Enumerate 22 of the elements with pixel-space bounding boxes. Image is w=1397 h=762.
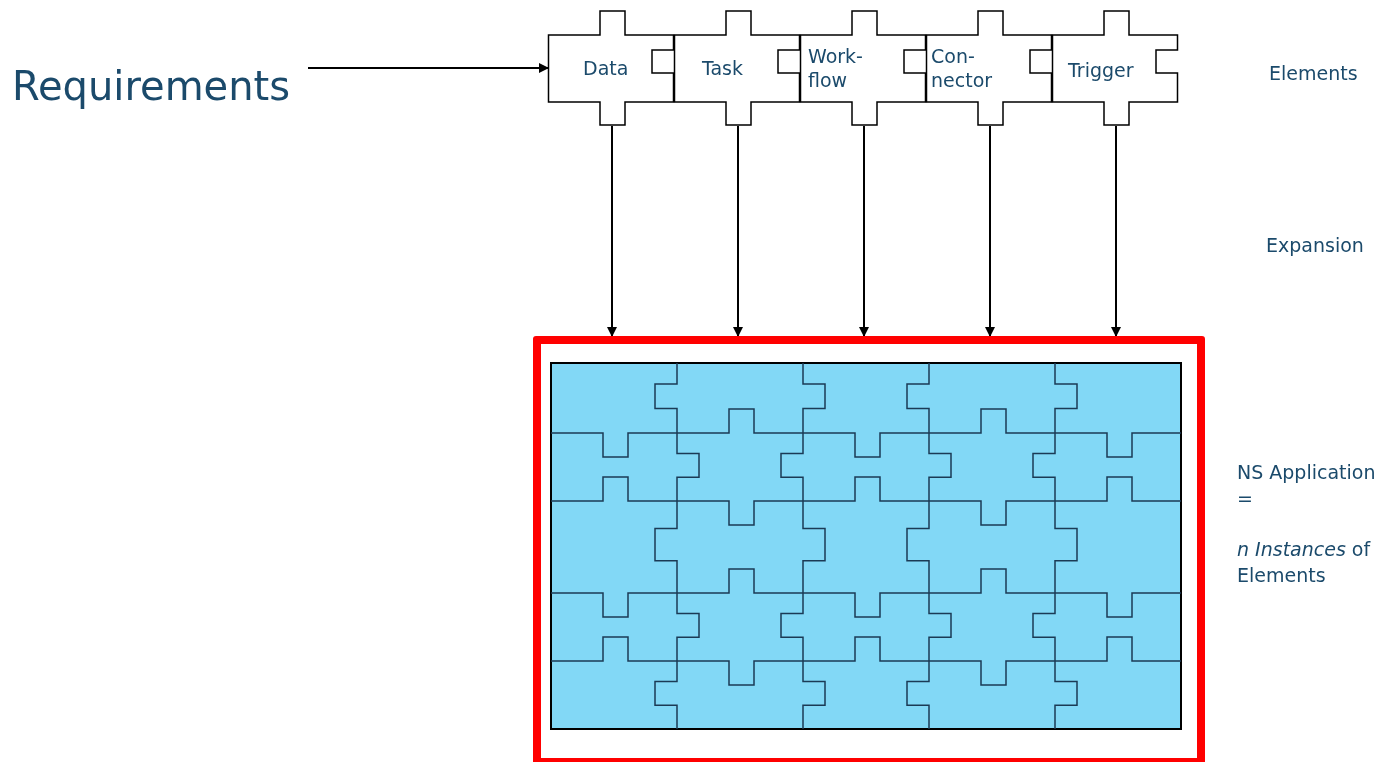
arrow (307, 63, 549, 73)
arrow (733, 125, 743, 337)
arrow (607, 125, 617, 337)
piece-label: Task (702, 56, 744, 80)
puzzle-piece (800, 10, 926, 126)
puzzle-piece (674, 10, 800, 126)
piece-label: Data (583, 56, 630, 80)
piece-label: Work- flow (808, 44, 864, 92)
puzzle-piece (548, 10, 674, 126)
application-frame (533, 336, 1205, 762)
requirements-label: Requirements (12, 60, 308, 112)
piece-label: Con- nector (931, 44, 994, 92)
arrow (859, 125, 869, 337)
arrow (985, 125, 995, 337)
side-note: Elements (1269, 61, 1359, 86)
side-note: n Instances of Elements (1237, 537, 1372, 588)
puzzle-piece (1052, 10, 1178, 126)
piece-label: Trigger (1068, 58, 1135, 82)
side-note: NS Application = (1237, 460, 1377, 511)
puzzle-piece (926, 10, 1052, 126)
side-note: Expansion (1266, 233, 1365, 258)
arrow (1111, 125, 1121, 337)
